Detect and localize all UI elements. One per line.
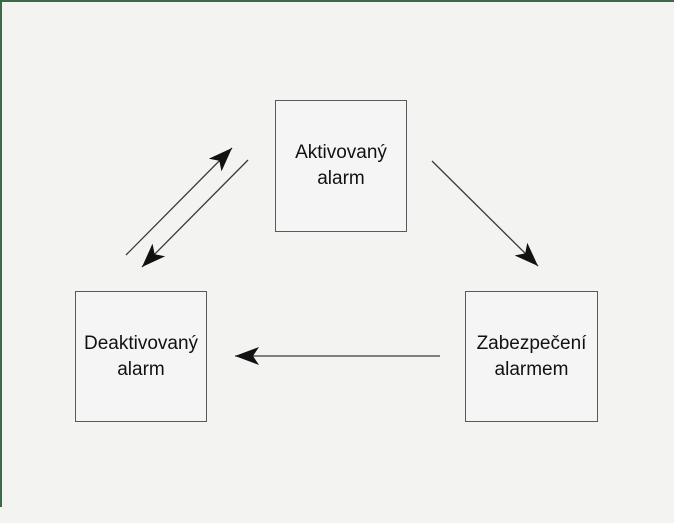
state-node-label: Zabezpečení alarmem — [476, 332, 587, 380]
state-node-deaktivovany-alarm: Deaktivovaný alarm — [75, 291, 207, 422]
frame-border-top — [0, 0, 674, 2]
state-node-zabezpeceni-alarmem: Zabezpečení alarmem — [465, 291, 598, 422]
frame-border-left — [0, 0, 2, 507]
state-node-aktivovany-alarm: Aktivovaný alarm — [275, 100, 407, 232]
edge-aktivovany-to-deaktivovany-arrow — [141, 159, 249, 268]
edge-deaktivovany-to-aktivovany-arrow — [125, 147, 233, 256]
state-node-label: Aktivovaný alarm — [295, 142, 387, 189]
state-node-label: Deaktivovaný alarm — [83, 332, 199, 380]
edge-aktivovany-to-zabezpeceni-arrow — [431, 160, 539, 267]
